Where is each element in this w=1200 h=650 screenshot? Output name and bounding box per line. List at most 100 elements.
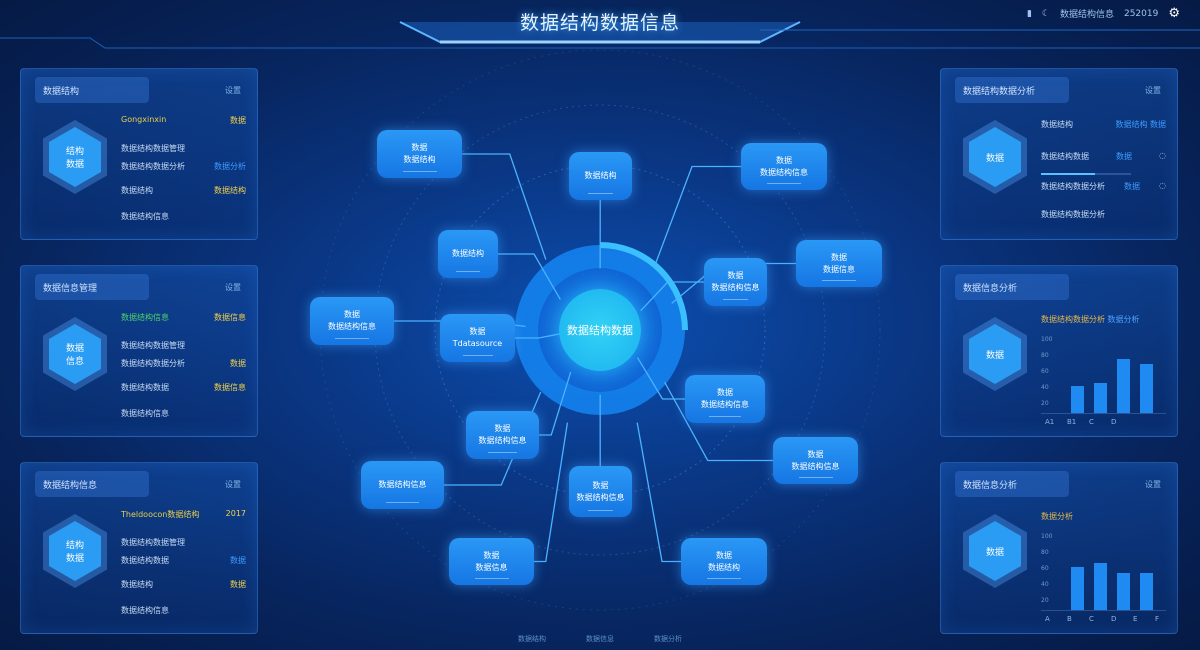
info-row: 数据结构数据数据 (121, 555, 246, 566)
node-sublabel: 数据结构信息 (760, 167, 808, 177)
bar[interactable] (1140, 363, 1153, 413)
footer-item[interactable]: 数据分析 (654, 635, 682, 643)
node-label: 数据 (727, 271, 744, 280)
bar[interactable] (1140, 572, 1153, 610)
bar[interactable] (1117, 359, 1130, 413)
row-value: 数据 (1124, 182, 1140, 191)
moon-icon[interactable]: ☾ (1041, 8, 1050, 19)
panel-settings-link[interactable]: 设置 (1145, 86, 1161, 95)
bar[interactable] (1094, 563, 1107, 610)
x-tick-label: D (1111, 418, 1117, 426)
row-label: 数据结构数据分析 (121, 359, 185, 368)
header: 数据结构数据信息 ▮ ☾ 数据结构信息 252019 ⚙ (0, 0, 1200, 50)
refresh-icon[interactable]: ◌ (1159, 181, 1166, 190)
panel-settings-link[interactable]: 设置 (225, 480, 241, 489)
node-sublabel: 数据结构 (452, 249, 484, 258)
graph-node[interactable]: 数据数据结构 (681, 538, 767, 585)
y-tick-label: 20 (1041, 400, 1049, 407)
node-label: 数据 (831, 252, 847, 262)
bar[interactable] (1094, 383, 1107, 413)
graph-node[interactable]: 数据数据结构信息 (773, 437, 858, 484)
panel-title: 数据结构 (35, 77, 149, 103)
row-label: Theldoocon数据结构 (121, 510, 200, 519)
node-sublabel: 数据结构信息 (478, 436, 527, 445)
header-frame (0, 21, 1200, 49)
x-tick-label: C (1089, 418, 1094, 426)
time-text: 252019 (1123, 8, 1159, 19)
status-text: 数据结构信息 (1059, 10, 1114, 20)
node-sublabel: 数据信息 (475, 562, 508, 572)
row-label: 数据结构 (1041, 120, 1073, 129)
panel-title: 数据信息分析 (955, 274, 1069, 300)
row-label: 数据结构信息 (121, 212, 169, 221)
node-label: 数据 (717, 388, 733, 397)
signal-icon: ▮ (1026, 8, 1032, 19)
panel-settings-link[interactable]: 设置 (225, 86, 241, 95)
x-tick-label: A (1045, 615, 1050, 623)
settings-icon[interactable]: ⚙ (1168, 6, 1180, 21)
bar[interactable] (1117, 572, 1130, 610)
node-sublabel: 数据结构信息 (711, 283, 760, 292)
y-tick-label: 20 (1041, 597, 1049, 604)
graph-node[interactable]: 数据数据结构信息 (704, 258, 767, 306)
node-sublabel: Tdatasource (452, 339, 503, 348)
row-label: 数据结构信息 (121, 606, 169, 615)
bar[interactable] (1071, 566, 1084, 610)
row-value: 2017 (225, 509, 246, 518)
hexagon-badge: 数据 (969, 324, 1021, 384)
graph-node[interactable]: 数据数据信息 (796, 240, 882, 287)
row-value: 数据 (230, 580, 246, 589)
info-row: Theldoocon数据结构 2017 (121, 509, 246, 520)
footer: 数据结构 数据信息 数据分析 (430, 634, 770, 644)
row-label: Gongxinxin (121, 115, 167, 124)
right-panel-1: 数据结构数据分析设置数据数据结构数据结构 数据数据结构数据数据◌数据结构数据分析… (940, 68, 1178, 240)
row-label: 数据结构数据管理 (121, 341, 185, 350)
graph-node[interactable]: 数据结构 (569, 152, 632, 200)
graph-node[interactable]: 数据结构信息 (361, 461, 444, 509)
info-row: 数据结构数据分析数据◌ (1041, 181, 1166, 192)
row-label: 数据结构数据 (121, 383, 169, 392)
panel-settings-link[interactable]: 设置 (225, 283, 241, 292)
refresh-icon[interactable]: ◌ (1159, 151, 1166, 160)
graph-node[interactable]: 数据结构 (438, 230, 498, 278)
node-label: 数据 (494, 424, 511, 433)
bar[interactable] (1071, 386, 1084, 413)
row-value: 数据 (230, 116, 246, 125)
info-row: 数据结构信息 数据信息 (121, 312, 246, 323)
row-value: 数据信息 (214, 313, 246, 322)
node-sublabel: 数据结构 (708, 562, 740, 572)
graph-node[interactable]: 数据数据结构信息 (466, 411, 539, 459)
graph-node[interactable]: 数据数据信息 (449, 538, 534, 585)
graph-node[interactable]: 数据数据结构 (377, 130, 462, 178)
chart-title: 数据结构数据分析 数据分析 (1041, 315, 1140, 324)
chart-title: 数据分析 (1041, 512, 1073, 521)
graph-node[interactable]: 数据数据结构信息 (741, 143, 827, 190)
graph-node[interactable]: 数据数据结构信息 (569, 466, 632, 517)
panel-title: 数据结构数据分析 (955, 77, 1069, 103)
panel-settings-link[interactable]: 设置 (1145, 480, 1161, 489)
row-value: 数据分析 (214, 162, 246, 171)
center-node[interactable]: 数据结构数据 (559, 289, 641, 371)
row-value: 数据 (230, 359, 246, 368)
footer-item[interactable]: 数据信息 (586, 635, 614, 643)
row-label: 数据结构信息 (121, 313, 169, 322)
row-label: 数据结构数据管理 (121, 144, 185, 153)
graph-node[interactable]: 数据数据结构信息 (310, 297, 394, 345)
info-row: 数据结构数据管理 (121, 143, 246, 154)
row-value: 数据结构 数据 (1115, 120, 1166, 129)
row-label: 数据结构数据管理 (121, 538, 185, 547)
y-tick-label: 100 (1041, 336, 1053, 343)
y-tick-label: 60 (1041, 368, 1049, 375)
row-label: 数据结构信息 (121, 409, 169, 418)
y-tick-label: 40 (1041, 384, 1049, 391)
node-label: 数据 (411, 143, 428, 152)
graph-node[interactable]: 数据数据结构信息 (685, 375, 765, 423)
footer-item[interactable]: 数据结构 (518, 635, 546, 643)
y-tick-label: 80 (1041, 549, 1049, 556)
y-tick-label: 80 (1041, 352, 1049, 359)
